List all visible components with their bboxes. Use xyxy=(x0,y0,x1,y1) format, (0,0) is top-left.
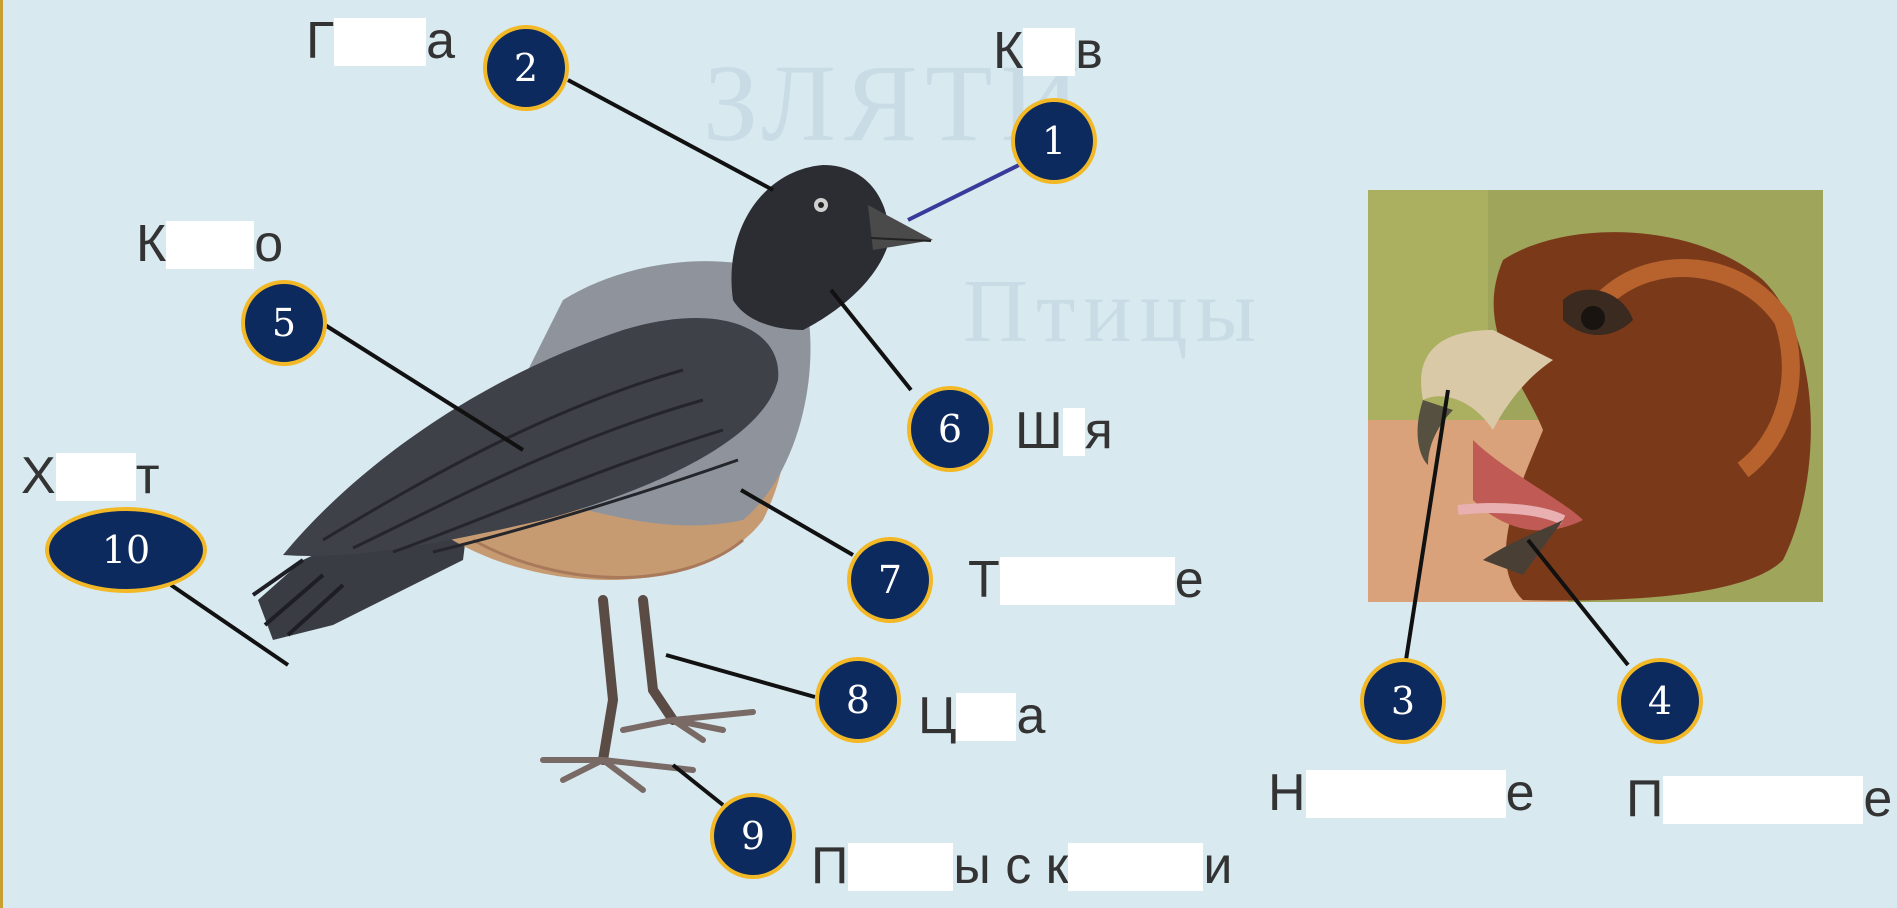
label-1-blank[interactable] xyxy=(1023,28,1075,76)
marker-3[interactable]: 3 xyxy=(1360,658,1446,744)
marker-4[interactable]: 4 xyxy=(1617,658,1703,744)
marker-1[interactable]: 1 xyxy=(1011,98,1097,184)
label-3-blank[interactable] xyxy=(1306,770,1506,818)
marker-8[interactable]: 8 xyxy=(815,657,901,743)
label-8-end: а xyxy=(1016,687,1045,745)
leader-line-1 xyxy=(908,163,1023,220)
label-9-mid: ы с к xyxy=(953,837,1068,895)
label-5-blank[interactable] xyxy=(166,221,254,269)
label-2-blank[interactable] xyxy=(334,18,426,66)
label-8-blank[interactable] xyxy=(956,693,1016,741)
label-7-end: е xyxy=(1175,551,1204,609)
label-8-start: Ц xyxy=(918,687,956,745)
label-4-blank[interactable] xyxy=(1663,776,1863,824)
label-3-start: Н xyxy=(1268,764,1306,822)
marker-10[interactable]: 10 xyxy=(45,507,207,593)
label-2-end: а xyxy=(426,12,455,70)
label-4-end: е xyxy=(1863,770,1892,828)
label-10-end: т xyxy=(136,447,160,505)
label-1-end: в xyxy=(1075,22,1103,80)
marker-7[interactable]: 7 xyxy=(847,537,933,623)
label-1-start: К xyxy=(993,22,1023,80)
marker-9[interactable]: 9 xyxy=(710,793,796,879)
leader-line-6 xyxy=(831,290,911,390)
label-9-start: П xyxy=(811,837,848,895)
leader-line-9 xyxy=(673,765,723,805)
label-6-start: Ш xyxy=(1015,402,1063,460)
leader-line-8 xyxy=(666,655,815,697)
marker-2[interactable]: 2 xyxy=(483,25,569,111)
marker-6[interactable]: 6 xyxy=(907,386,993,472)
label-5-start: К xyxy=(136,215,166,273)
marker-5[interactable]: 5 xyxy=(241,280,327,366)
label-10-blank[interactable] xyxy=(56,453,136,501)
label-9-blank-1[interactable] xyxy=(848,843,953,891)
label-2-start: Г xyxy=(306,12,334,70)
label-10-start: Х xyxy=(21,447,56,505)
label-3-end: е xyxy=(1506,764,1535,822)
label-7-start: Т xyxy=(968,551,1000,609)
label-6-blank[interactable] xyxy=(1063,408,1085,456)
eagle-photo xyxy=(1368,190,1823,602)
label-9-end: и xyxy=(1203,837,1232,895)
leader-line-2 xyxy=(568,80,773,190)
label-6-end: я xyxy=(1085,402,1113,460)
label-7-blank[interactable] xyxy=(1000,557,1175,605)
label-4-start: П xyxy=(1626,770,1663,828)
label-9-blank-2[interactable] xyxy=(1068,843,1203,891)
label-5-end: о xyxy=(254,215,283,273)
